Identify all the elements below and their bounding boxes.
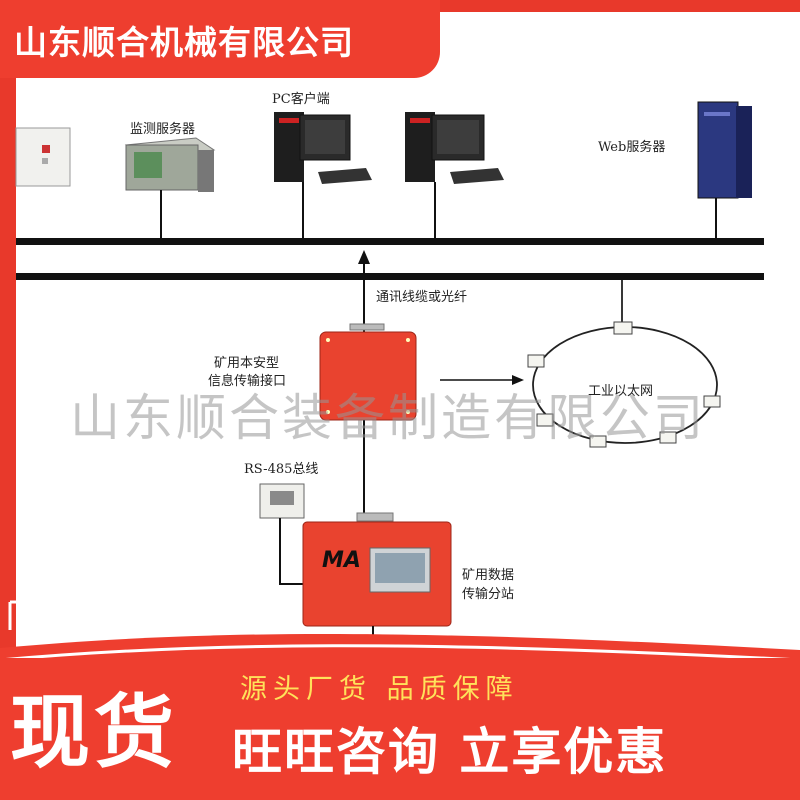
label-rs485: RS-485总线 (244, 462, 319, 477)
company-banner: 山东顺合机械有限公司 (0, 0, 440, 78)
promo-cta: 旺旺咨询 立享优惠 (232, 723, 668, 781)
promo-stock: 现货 (10, 686, 178, 779)
label-monitor-server: 监测服务器 (130, 122, 196, 137)
bus-line-top (16, 238, 764, 245)
interface-device-icon (319, 323, 417, 421)
label-interface-line2: 信息传输接口 (208, 374, 287, 389)
pc-client-2-icon (405, 112, 504, 240)
label-interface-line1: 矿用本安型 (214, 356, 280, 371)
cable-arrow (358, 250, 370, 264)
promo-panel (0, 658, 800, 800)
label-pc-client: PC客户端 (272, 92, 330, 107)
ethernet-arrow (512, 375, 524, 385)
label-web-server: Web服务器 (598, 140, 666, 155)
substation-device-icon (302, 512, 452, 627)
bus-line-bottom (16, 273, 764, 280)
label-substation-line2: 传输分站 (462, 587, 515, 602)
rs485-line (279, 518, 306, 585)
label-cable: 通讯线缆或光纤 (376, 290, 468, 305)
rs485-device-icon (259, 483, 305, 519)
corner-tick-icon (8, 600, 28, 630)
promo-slogan: 源头厂货 品质保障 (240, 674, 519, 705)
pc-client-1-icon (274, 112, 372, 240)
ring-nodes (527, 321, 721, 448)
company-name: 山东顺合机械有限公司 (14, 23, 354, 62)
web-server-icon (697, 101, 752, 240)
label-ethernet: 工业以太网 (588, 384, 654, 399)
left-device-icon (15, 127, 71, 187)
ma-mark: MA (322, 548, 361, 573)
monitor-server-icon (124, 137, 216, 240)
label-substation-line1: 矿用数据 (462, 568, 515, 583)
frame-left (0, 0, 16, 800)
